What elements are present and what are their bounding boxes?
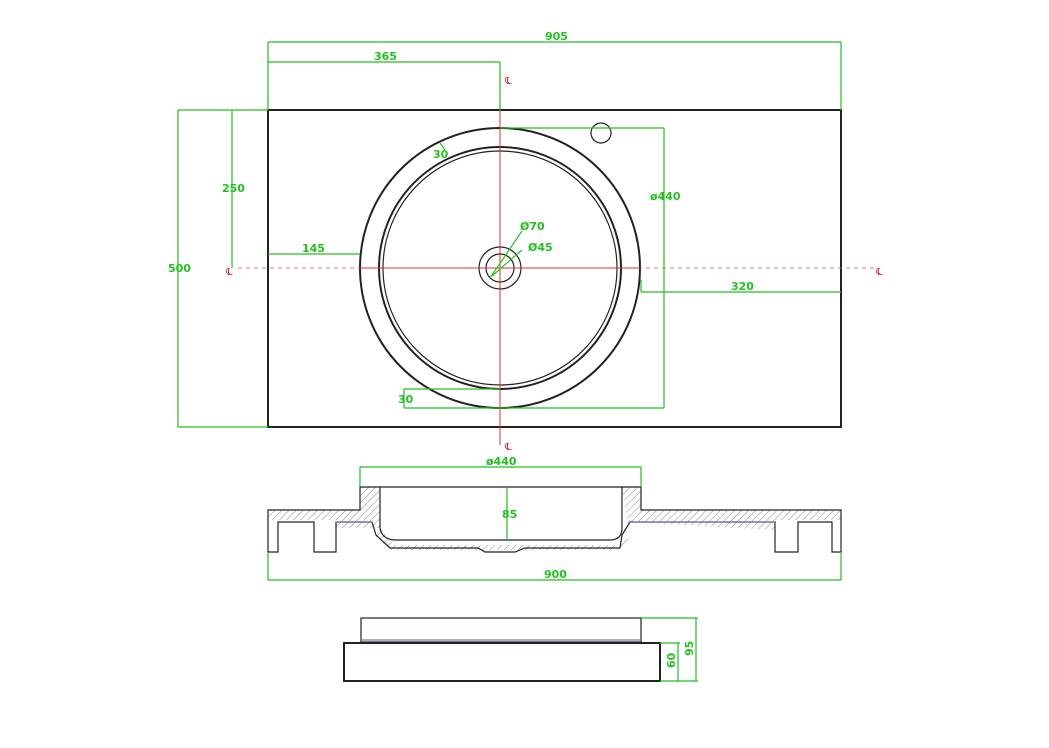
dim-left-margin: 145 xyxy=(268,242,360,255)
faucet-hole xyxy=(590,122,612,144)
section-hatch-bowl-bottom xyxy=(375,528,628,550)
dim-section-bowl-depth: 85 xyxy=(502,487,517,540)
side-base xyxy=(343,642,661,682)
dim-section-overall-width: 900 xyxy=(267,552,842,581)
dim-overall-width: 905 xyxy=(267,30,842,110)
dim-overall-depth: 500 xyxy=(168,109,268,428)
centerline-mark-left: ℄ xyxy=(225,267,233,278)
dim-side-total-height: 95 xyxy=(641,617,698,681)
dim-section-bowl-diameter-label: ø440 xyxy=(486,455,517,468)
dim-side-base-height-label: 60 xyxy=(665,652,678,668)
dim-bowl-center-depth-label: 250 xyxy=(222,182,245,195)
dim-right-margin-label: 320 xyxy=(731,280,754,293)
dim-bowl-center-offset-label: 365 xyxy=(374,50,397,63)
dim-left-margin-label: 145 xyxy=(302,242,325,255)
dim-right-margin: 320 xyxy=(640,280,841,293)
dim-overall-width-label: 905 xyxy=(545,30,568,43)
dim-section-overall-width-label: 900 xyxy=(544,568,567,581)
dim-rim-top-label: 30 xyxy=(433,148,449,161)
side-bowl-top xyxy=(360,617,642,643)
dim-section-bowl-depth-label: 85 xyxy=(502,508,517,521)
dim-rim-bottom-label: 30 xyxy=(398,393,414,406)
dim-bowl-diameter: ø440 xyxy=(500,127,681,409)
top-view: ℄ ℄ ℄ ℄ 905 365 500 250 xyxy=(168,30,883,453)
centerline-mark-bottom: ℄ xyxy=(504,442,512,453)
dim-drain: Ø70 Ø45 xyxy=(489,220,553,279)
dim-rim-top: 30 xyxy=(433,142,449,161)
dim-overall-depth-label: 500 xyxy=(168,262,191,275)
centerline-mark-top: ℄ xyxy=(504,76,512,87)
centerline-mark-right: ℄ xyxy=(875,267,883,278)
dim-rim-bottom: 30 xyxy=(398,388,500,409)
dim-drain-outer-label: Ø70 xyxy=(520,220,545,233)
dim-bowl-center-depth: 250 xyxy=(222,110,245,268)
dim-side-total-height-label: 95 xyxy=(683,641,696,656)
dim-drain-inner-label: Ø45 xyxy=(528,241,553,254)
section-outline xyxy=(267,486,842,553)
dim-bowl-diameter-label: ø440 xyxy=(650,190,681,203)
section-view: ø440 85 900 xyxy=(267,455,842,581)
dim-side-base-height: 60 xyxy=(660,642,698,682)
bowl-inner-profile xyxy=(379,487,623,541)
dim-section-bowl-diameter: ø440 xyxy=(359,455,642,487)
side-view: 60 95 xyxy=(343,617,698,682)
section-hatch-right xyxy=(622,487,841,530)
section-hatch-left xyxy=(268,487,380,528)
dim-bowl-center-offset: 365 xyxy=(268,50,501,110)
countertop-outline xyxy=(267,109,842,428)
